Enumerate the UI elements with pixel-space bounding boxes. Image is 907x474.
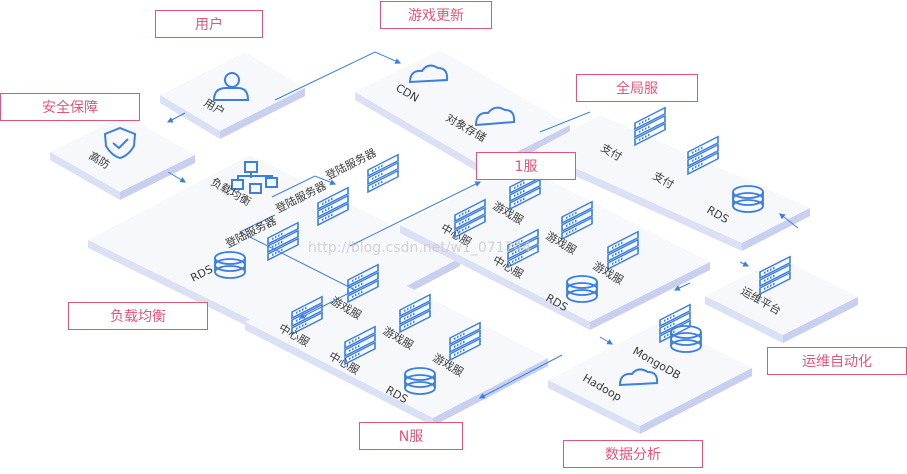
load-balancer-icon — [231, 161, 278, 194]
platform-ops — [705, 258, 858, 343]
database-icon — [670, 325, 702, 353]
label-security: 安全保障 — [0, 93, 140, 121]
connector-user-cdn — [274, 51, 402, 101]
server-icon — [344, 325, 376, 366]
connector-data-up — [599, 336, 614, 345]
connector-antiddos-lb — [167, 171, 187, 183]
storage-cloud-icon — [474, 106, 516, 127]
connector-ops-data — [673, 282, 691, 291]
server-icon — [634, 106, 666, 147]
server-icon — [607, 230, 639, 271]
server-icon — [317, 186, 349, 227]
label-game-update: 游戏更新 — [380, 1, 492, 29]
connector-ops-1server — [739, 261, 750, 267]
cdn-cloud-icon — [408, 64, 449, 84]
label-server-n: N服 — [359, 422, 463, 450]
server-icon — [367, 153, 399, 194]
server-icon — [347, 263, 379, 304]
label-load-balance: 负载均衡 — [68, 302, 208, 330]
database-icon — [404, 367, 436, 395]
database-icon — [566, 275, 598, 303]
server-icon — [561, 200, 593, 241]
server-icon — [449, 321, 481, 362]
connector-lb-login — [271, 175, 337, 198]
database-icons — [214, 185, 764, 395]
server-icon — [759, 255, 791, 296]
server-icons — [267, 106, 791, 366]
database-icon — [732, 185, 764, 213]
database-icon — [214, 251, 246, 279]
connector-global-1server — [539, 111, 591, 133]
label-server-1: 1服 — [476, 152, 576, 180]
label-data-analysis: 数据分析 — [563, 440, 703, 468]
connectors — [166, 51, 799, 399]
server-icon — [267, 221, 299, 262]
platform-data-analysis — [548, 322, 752, 434]
connector-ops-up — [779, 213, 799, 229]
connector-lb-nserver — [238, 214, 357, 319]
server-icon — [291, 295, 323, 336]
connector-user-antiddos — [166, 112, 186, 123]
shield-icon — [103, 126, 137, 160]
label-ops-automation: 运维自动化 — [767, 347, 907, 375]
server-icon — [454, 198, 486, 239]
server-icon — [507, 228, 539, 269]
label-global-server: 全局服 — [576, 74, 698, 102]
hadoop-icon — [618, 368, 659, 387]
user-icon — [212, 72, 250, 101]
label-users: 用户 — [155, 10, 263, 38]
connector-data-nserver — [478, 354, 563, 399]
connector-lb-1server — [349, 181, 482, 247]
watermark: http://blog.csdn.net/w1_071744 — [308, 240, 531, 256]
platform-anti-ddos — [50, 115, 195, 200]
platform-user — [160, 52, 305, 139]
server-icon — [399, 293, 431, 334]
server-icon — [687, 135, 719, 176]
